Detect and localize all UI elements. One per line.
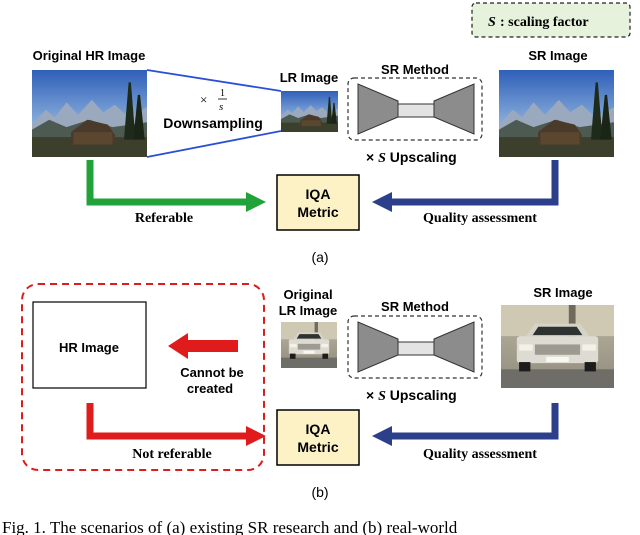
referable-arrow <box>86 160 266 212</box>
unavailable-region <box>21 283 265 471</box>
upscaling-label: × S Upscaling <box>366 149 457 166</box>
sr-method-label: SR Method <box>381 62 449 77</box>
original-lr-image <box>281 322 337 368</box>
svg-text:Metric: Metric <box>297 204 338 220</box>
original-hr-image-label: Original HR Image <box>33 48 146 63</box>
svg-text:IQA: IQA <box>306 421 331 437</box>
downsampling-label: × 1 s Downsampling <box>163 88 263 131</box>
projection-line-top <box>146 69 282 92</box>
figure-caption: Fig. 1. The scenarios of (a) existing SR… <box>2 518 458 535</box>
quality-assessment-label: Quality assessment <box>423 211 537 226</box>
panel-a: Original HR Image × 1 s Downsampling LR … <box>32 48 614 265</box>
sr-network-icon-b <box>347 315 483 379</box>
caption-b: (b) <box>311 484 328 500</box>
legend-box: S : scaling factor <box>471 2 631 38</box>
sr-image-label: SR Image <box>528 48 587 63</box>
scale-numerator: 1 <box>220 88 225 99</box>
caption-a: (a) <box>311 249 328 265</box>
sr-image <box>499 70 614 157</box>
cannot-create-arrow <box>168 333 238 359</box>
sr-image-label-b: SR Image <box>533 285 592 300</box>
scale-times: × <box>200 92 207 107</box>
quality-assessment-arrow <box>372 160 559 212</box>
svg-text:HR Image: HR Image <box>59 340 119 355</box>
svg-text:× S Upscaling: × S Upscaling <box>366 387 457 404</box>
quality-assessment-label-b: Quality assessment <box>423 447 537 462</box>
original-lr-label-1: Original <box>283 287 332 302</box>
cannot-be-label: Cannot be <box>180 365 244 380</box>
panel-b: HR Image Cannot be created Original LR I… <box>21 283 614 500</box>
legend-symbol: S <box>488 15 496 30</box>
sr-network-icon <box>347 77 483 141</box>
original-lr-label-2: LR Image <box>279 303 338 318</box>
svg-text:Metric: Metric <box>297 439 338 455</box>
projection-line-bottom <box>146 130 282 158</box>
svg-text:Downsampling: Downsampling <box>163 115 263 131</box>
created-label: created <box>187 381 233 396</box>
not-referable-arrow <box>86 403 266 446</box>
lr-image <box>281 91 338 132</box>
svg-text:IQA: IQA <box>306 186 331 202</box>
scale-denominator: s <box>219 101 223 113</box>
not-referable-label: Not referable <box>132 447 211 462</box>
sr-method-label-b: SR Method <box>381 299 449 314</box>
quality-assessment-arrow-b <box>372 403 559 446</box>
upscaling-label-b: × S Upscaling <box>366 387 457 404</box>
original-hr-image <box>32 70 147 157</box>
lr-image-label: LR Image <box>280 70 339 85</box>
iqa-metric-box-a: IQA Metric <box>276 174 360 231</box>
legend-text: : scaling factor <box>500 15 589 30</box>
svg-text:× S Upscaling: × S Upscaling <box>366 149 457 166</box>
iqa-metric-box-b: IQA Metric <box>276 409 360 466</box>
hr-image-placeholder: HR Image <box>32 301 147 389</box>
sr-image-b <box>501 305 614 388</box>
referable-label: Referable <box>135 211 193 226</box>
